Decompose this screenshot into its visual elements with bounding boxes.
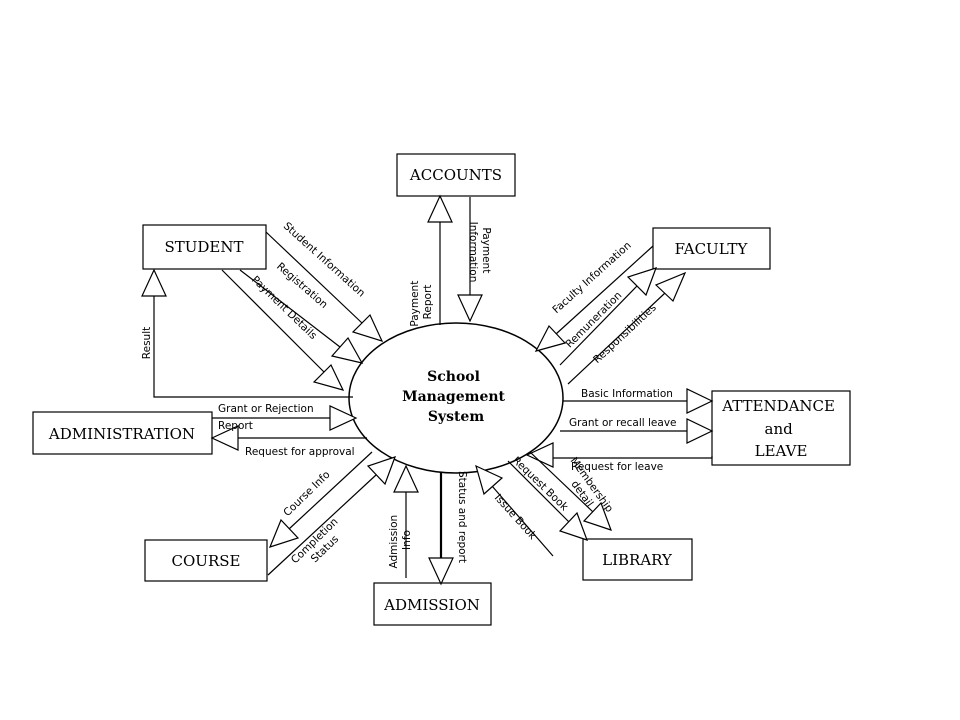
entity-accounts-label: ACCOUNTS — [409, 166, 502, 184]
flow-label-status-and-report: Status and report — [456, 471, 468, 563]
entity-administration: ADMINISTRATION — [32, 411, 213, 455]
flow-admission-info-arrow — [393, 464, 419, 578]
flow-basic-information-arrow — [563, 388, 714, 414]
entity-attendance-label: ATTENDANCE and LEAVE — [721, 397, 840, 460]
entity-faculty: FACULTY — [652, 227, 771, 270]
flow-label-faculty-information: Faculty Information — [550, 239, 633, 316]
flow-label-report: Report — [218, 420, 253, 432]
flow-registration-arrow — [239, 269, 364, 364]
entity-student: STUDENT — [142, 224, 267, 270]
flow-remuneration-arrow — [559, 267, 657, 366]
flow-request-book-arrow — [507, 460, 588, 541]
flow-label-basic-information: Basic Information — [581, 388, 673, 400]
flow-membership-detail-arrow — [529, 451, 612, 531]
flow-grant-or-rejection-arrow — [212, 405, 358, 431]
flow-label-request-for-leave: Request for leave — [571, 461, 663, 473]
entity-student-label: STUDENT — [164, 238, 243, 256]
flow-label-request-book: Request Book — [510, 454, 571, 513]
flow-label-request-for-approval: Request for approval — [245, 446, 355, 458]
flow-label-course-info: Course Info — [281, 469, 332, 519]
flow-label-grant-or-rejection: Grant or Rejection — [218, 403, 314, 415]
process-circle — [348, 322, 564, 474]
entity-course-label: COURSE — [172, 552, 241, 570]
flow-request-for-approval-arrow — [210, 425, 367, 451]
entity-library-label: LIBRARY — [602, 551, 673, 569]
entity-admission-label: ADMISSION — [383, 596, 480, 614]
flow-issue-book-arrow — [475, 464, 554, 557]
flow-payment-information-arrow — [457, 197, 483, 323]
flow-payment-details-arrow — [221, 269, 345, 391]
flow-course-info-arrow — [268, 451, 373, 548]
entity-attendance-and-leave: ATTENDANCE and LEAVE — [711, 390, 851, 466]
flow-faculty-information-arrow — [534, 245, 654, 352]
flow-grant-or-recall-leave-arrow — [560, 418, 714, 444]
entity-library: LIBRARY — [582, 538, 693, 581]
flow-completion-status-arrow — [267, 456, 396, 576]
entity-admission: ADMISSION — [373, 582, 492, 626]
entity-faculty-label: FACULTY — [675, 240, 749, 258]
flow-label-grant-or-recall-leave: Grant or recall leave — [569, 417, 677, 429]
entity-administration-label: ADMINISTRATION — [48, 425, 195, 443]
flow-label-admission-info: Admission Info — [388, 511, 413, 568]
flow-responsibilities-arrow — [567, 271, 687, 385]
flow-payment-report-arrow — [427, 194, 453, 325]
flow-result-arrow — [141, 268, 353, 398]
flow-label-completion-status: Completion Status — [289, 513, 352, 575]
flow-student-information-arrow — [265, 231, 384, 342]
flow-label-result: Result — [141, 327, 153, 359]
entity-course: COURSE — [144, 539, 268, 582]
process-label: School Management System — [402, 369, 510, 425]
entity-accounts: ACCOUNTS — [396, 153, 516, 197]
flow-arrows — [141, 194, 714, 586]
flow-label-payment-information: Payment Information — [467, 222, 492, 283]
flow-label-issue-book: Issue Book — [492, 492, 539, 543]
flow-status-and-report-arrow — [428, 472, 454, 586]
flow-label-payment-report: Payment Report — [409, 277, 434, 326]
